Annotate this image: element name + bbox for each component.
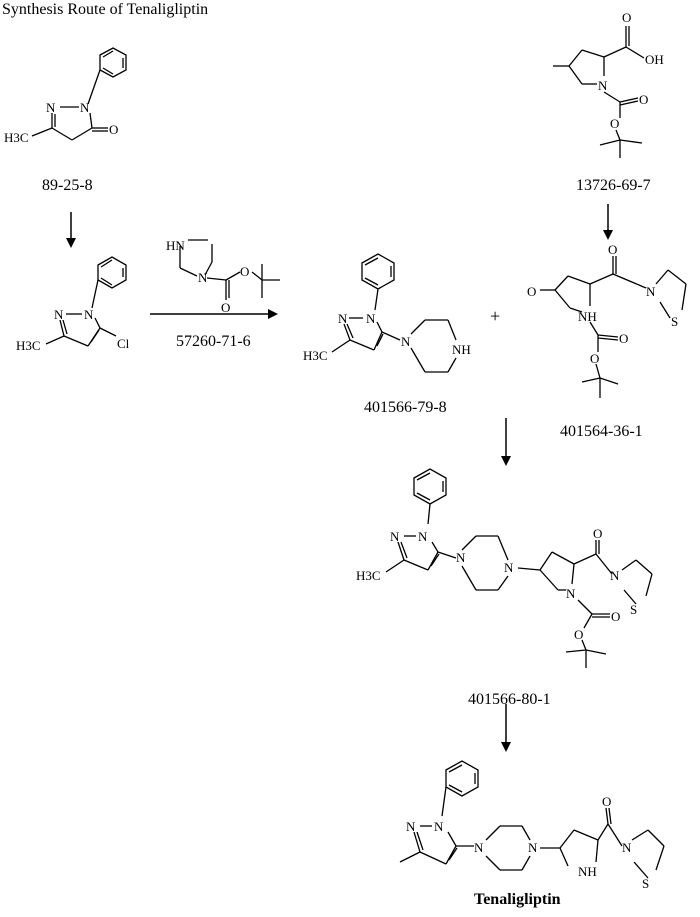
compound-label: 89-25-8 (42, 177, 93, 194)
phenyl-ring (413, 468, 447, 505)
diagram-title: Synthesis Route of Tenaligliptin (2, 1, 208, 18)
atom-o: O (109, 122, 118, 137)
atom-sulfur: S (671, 314, 678, 329)
atom-n: N (566, 586, 576, 601)
atom-chlorine: Cl (117, 336, 130, 351)
atom-n: N (646, 284, 656, 299)
atom-o: O (574, 627, 583, 642)
compound-401566-80-1: N N H3C N N O N S N O O 401566-80-1 (356, 468, 653, 708)
atom-n: N (622, 840, 632, 855)
compound-401566-79-8: N N H3C N NH 401566-79-8 (303, 253, 471, 416)
reaction-arrow (66, 212, 76, 248)
atom-n: N (504, 560, 514, 575)
atom-o: O (622, 10, 631, 25)
atom-n: N (390, 529, 400, 544)
atom-n: N (434, 819, 444, 834)
atom-methyl: H3C (4, 130, 29, 145)
atom-n: N (474, 840, 484, 855)
atom-nh: NH (578, 309, 597, 324)
compound-label: Tenaligliptin (474, 891, 561, 908)
atom-o: O (221, 300, 230, 315)
atom-o: O (610, 116, 619, 131)
atom-o: O (602, 794, 611, 809)
atom-sulfur: S (642, 876, 649, 891)
phenyl-ring (361, 253, 395, 290)
reagent-57260-71-6: HN N O O 57260-71-6 (166, 238, 280, 350)
atom-n: N (456, 550, 466, 565)
atom-n: N (418, 529, 428, 544)
compound-label: 13726-69-7 (576, 177, 651, 194)
compound-89-25-8: N N O H3C 89-25-8 (4, 47, 127, 194)
atom-nh: HN (166, 238, 185, 253)
atom-n: N (528, 840, 538, 855)
atom-o: O (611, 609, 620, 624)
atom-n: N (54, 307, 64, 322)
atom-n: N (610, 568, 620, 583)
atom-n: N (598, 78, 608, 93)
plus-sign: + (490, 306, 500, 326)
compound-13726-69-7: O OH N O O 13726-69-7 (553, 10, 664, 194)
atom-methyl: H3C (16, 338, 41, 353)
compound-label: 401566-80-1 (468, 691, 551, 708)
atom-n: N (84, 307, 94, 322)
atom-o: O (527, 284, 536, 299)
atom-n: N (406, 819, 416, 834)
compound-label: 401564-36-1 (560, 423, 643, 440)
phenyl-ring (445, 760, 479, 797)
reaction-arrow (501, 418, 511, 466)
atom-o: O (608, 242, 617, 257)
compound-401564-36-1: O O N S NH O O 401564-36-1 (527, 242, 687, 440)
compound-chloropyrazole: N N H3C Cl (16, 256, 130, 353)
atom-nh: NH (578, 864, 597, 879)
atom-o: O (619, 331, 628, 346)
atom-n: N (46, 100, 56, 115)
atom-n: N (401, 334, 411, 349)
atom-o: O (593, 526, 602, 541)
atom-hydroxyl: OH (645, 52, 664, 67)
reaction-arrow (501, 704, 511, 752)
phenyl-ring (99, 47, 127, 78)
atom-n: N (198, 270, 208, 285)
atom-o: O (240, 264, 249, 279)
reaction-arrow (150, 309, 278, 319)
compound-label: 401566-79-8 (364, 399, 447, 416)
atom-n: N (80, 100, 90, 115)
reagent-label: 57260-71-6 (176, 333, 251, 350)
compound-tenaligliptin: N N N N O N S NH Tenaligliptin (399, 760, 665, 908)
atom-o: O (639, 92, 648, 107)
atom-o: O (590, 351, 599, 366)
atom-nh: NH (452, 342, 471, 357)
atom-methyl: H3C (356, 568, 381, 583)
reaction-arrow (603, 204, 613, 240)
phenyl-ring (97, 256, 127, 289)
atom-methyl: H3C (303, 348, 328, 363)
atom-sulfur: S (630, 602, 637, 617)
atom-n: N (366, 311, 376, 326)
atom-n: N (338, 311, 348, 326)
